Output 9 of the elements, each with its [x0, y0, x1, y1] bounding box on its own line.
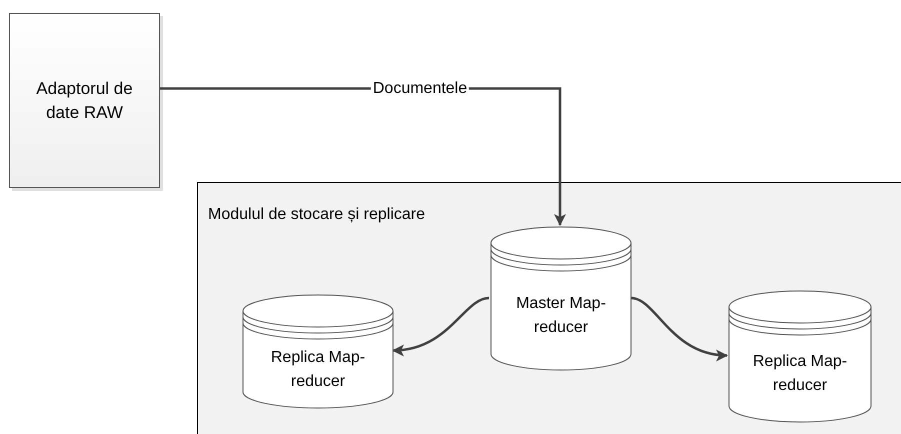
arrow: [630, 296, 728, 361]
node-label: Replica Map-reducer: [270, 348, 366, 392]
node-label: Master Map-reducer: [515, 294, 607, 338]
process-box: [9, 13, 160, 188]
arrow: [392, 296, 490, 356]
panel-title: Modulul de stocare și replicare: [208, 205, 425, 225]
module-panel: [197, 182, 901, 434]
node-label: Adaptorul de date RAW: [35, 78, 134, 124]
node-label: Replica Map-reducer: [752, 352, 848, 396]
